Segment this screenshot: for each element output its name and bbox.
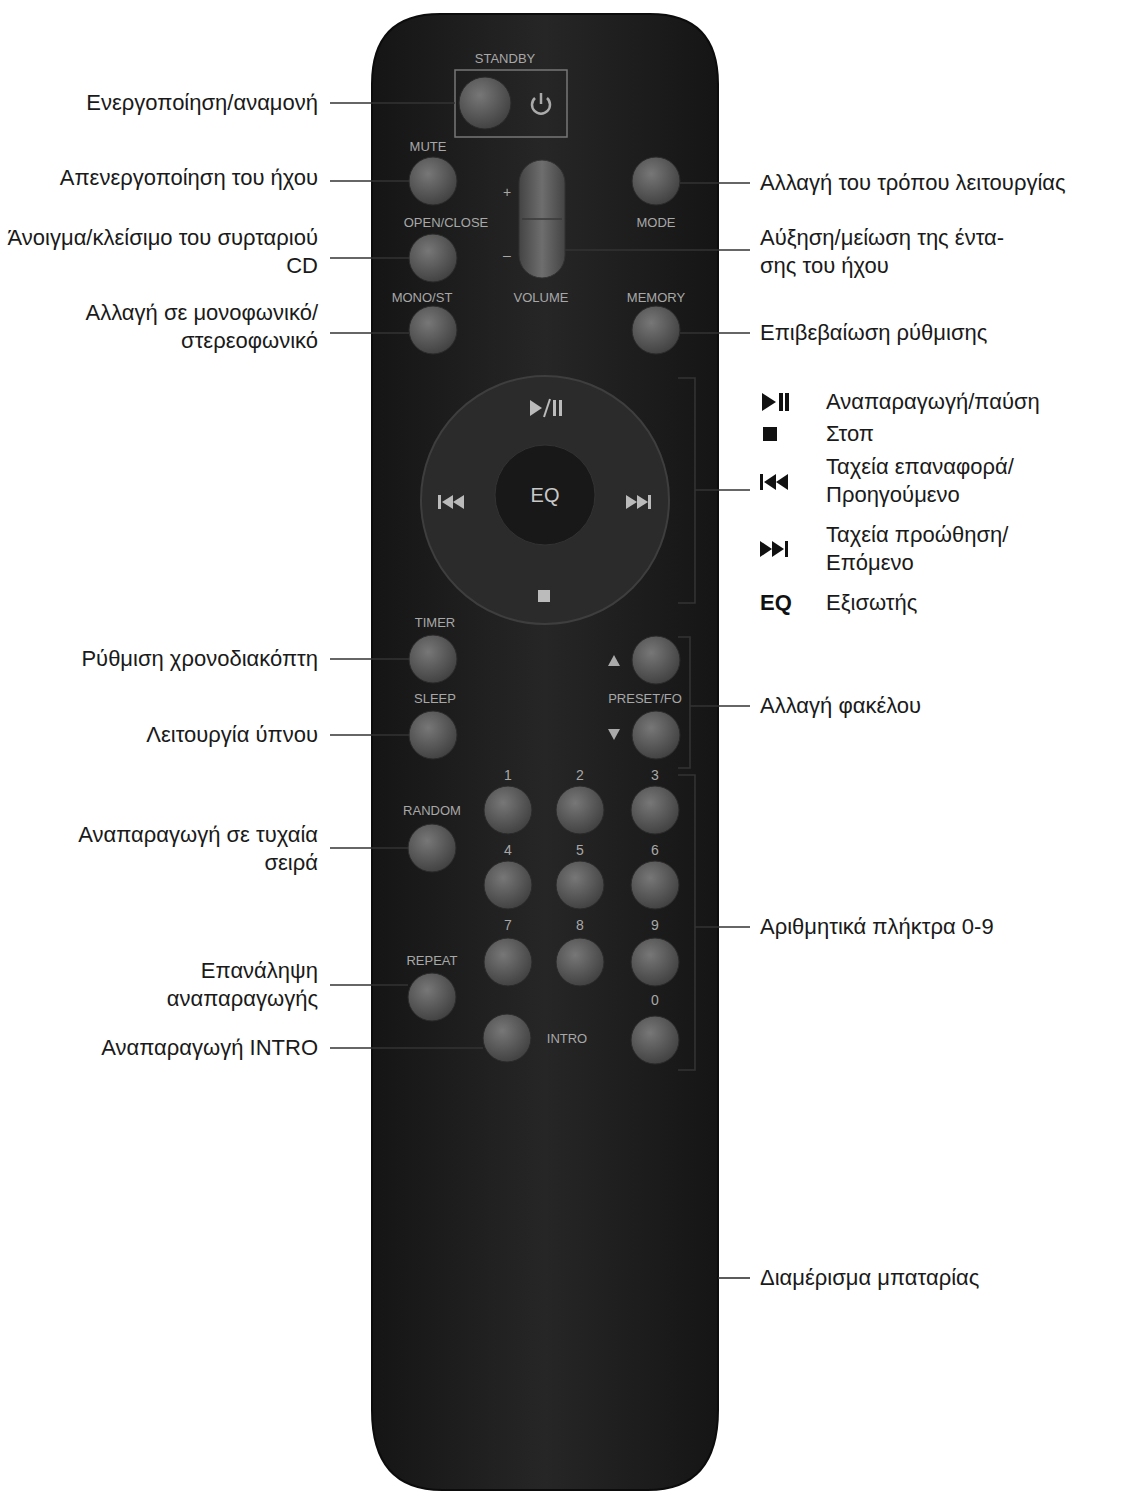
eq-button	[495, 445, 595, 545]
remote-button	[408, 824, 456, 872]
button-label: SLEEP	[414, 691, 456, 706]
remote-button	[631, 1016, 679, 1064]
remote-button	[484, 938, 532, 986]
remote-button	[556, 938, 604, 986]
remote-button	[408, 973, 456, 1021]
callout-label: Διαμέρισμα μπαταρίας	[760, 1264, 979, 1292]
button-label: REPEAT	[406, 953, 457, 968]
remote-button	[484, 786, 532, 834]
legend-icons	[760, 393, 789, 557]
volume-rocker	[519, 160, 565, 278]
remote-button	[632, 636, 680, 684]
callout-label: Επανάληψη αναπαραγωγής	[165, 957, 318, 1013]
callout-label: Αλλαγή του τρόπου λειτουργίας	[760, 169, 1066, 197]
key-number: +	[503, 184, 511, 200]
callout-label: Αναπαραγωγή σε τυχαία σειρά	[76, 821, 318, 877]
remote-button	[632, 711, 680, 759]
button-label: STANDBY	[475, 51, 535, 66]
remote-button	[631, 938, 679, 986]
callout-label: Επιβεβαίωση ρύθμισης	[760, 319, 987, 347]
remote-button	[409, 635, 457, 683]
key-number: 6	[651, 842, 659, 858]
leader-lines	[330, 103, 750, 1278]
key-number: 2	[576, 767, 584, 783]
remote-button	[409, 234, 457, 282]
callout-label: Στοπ	[826, 420, 874, 448]
remote-button	[459, 77, 511, 129]
callout-label: Λειτουργία ύπνου	[146, 721, 318, 749]
remote-button	[483, 1014, 531, 1062]
callout-label: Αναπαραγωγή INTRO	[101, 1034, 318, 1062]
key-number: 4	[504, 842, 512, 858]
key-number: 8	[576, 917, 584, 933]
remote-button	[556, 861, 604, 909]
remote-button	[409, 306, 457, 354]
callout-label: Ταχεία επαναφορά/ Προηγούμενο	[826, 453, 1016, 509]
callout-label: Ρύθμιση χρονοδιακόπτη	[81, 645, 318, 673]
remote-button	[631, 861, 679, 909]
button-label: RANDOM	[403, 803, 461, 818]
button-label: VOLUME	[514, 290, 569, 305]
wheel-icons	[438, 399, 651, 602]
button-label: MEMORY	[627, 290, 685, 305]
remote-button	[632, 157, 680, 205]
remote-button	[631, 786, 679, 834]
callout-label: Αλλαγή σε μονοφωνικό/ στερεοφωνικό	[84, 299, 318, 355]
key-number: 9	[651, 917, 659, 933]
key-number: –	[503, 247, 511, 263]
power-icon	[532, 93, 550, 114]
callout-label: Αλλαγή φακέλου	[760, 692, 921, 720]
callout-label: Ταχεία προώθηση/ Επόμενο	[826, 521, 1010, 577]
button-label: MONO/ST	[392, 290, 453, 305]
remote-button	[409, 157, 457, 205]
button-label: MODE	[637, 215, 676, 230]
volume-divider	[522, 218, 562, 220]
key-number: 3	[651, 767, 659, 783]
button-label: TIMER	[415, 615, 455, 630]
callout-label: Ενεργοποίηση/αναμονή	[86, 89, 318, 117]
legend-symbol: EQ	[760, 589, 792, 617]
callout-label: Αύξηση/μείωση της έντα- σης του ήχου	[760, 224, 1006, 280]
remote-button	[556, 786, 604, 834]
remote-button	[409, 711, 457, 759]
button-label: MUTE	[410, 139, 447, 154]
key-number: 5	[576, 842, 584, 858]
key-number: 7	[504, 917, 512, 933]
key-number: 1	[504, 767, 512, 783]
callout-label: Άνοιγμα/κλείσιμο του συρταριού CD	[6, 224, 318, 280]
key-number: 0	[651, 992, 659, 1008]
button-label: INTRO	[547, 1031, 587, 1046]
callout-label: Εξισωτής	[826, 589, 917, 617]
callout-label: Αριθμητικά πλήκτρα 0-9	[760, 913, 994, 941]
navigation-wheel	[421, 376, 669, 624]
standby-frame	[455, 70, 567, 137]
remote-body	[372, 14, 718, 1490]
remote-button	[632, 306, 680, 354]
callout-label: Απενεργοποίηση του ήχου	[60, 164, 318, 192]
button-label: OPEN/CLOSE	[404, 215, 489, 230]
button-label: EQ	[531, 484, 560, 506]
remote-button	[484, 861, 532, 909]
button-label: PRESET/FO	[608, 691, 682, 706]
callout-label: Αναπαραγωγή/παύση	[826, 388, 1040, 416]
